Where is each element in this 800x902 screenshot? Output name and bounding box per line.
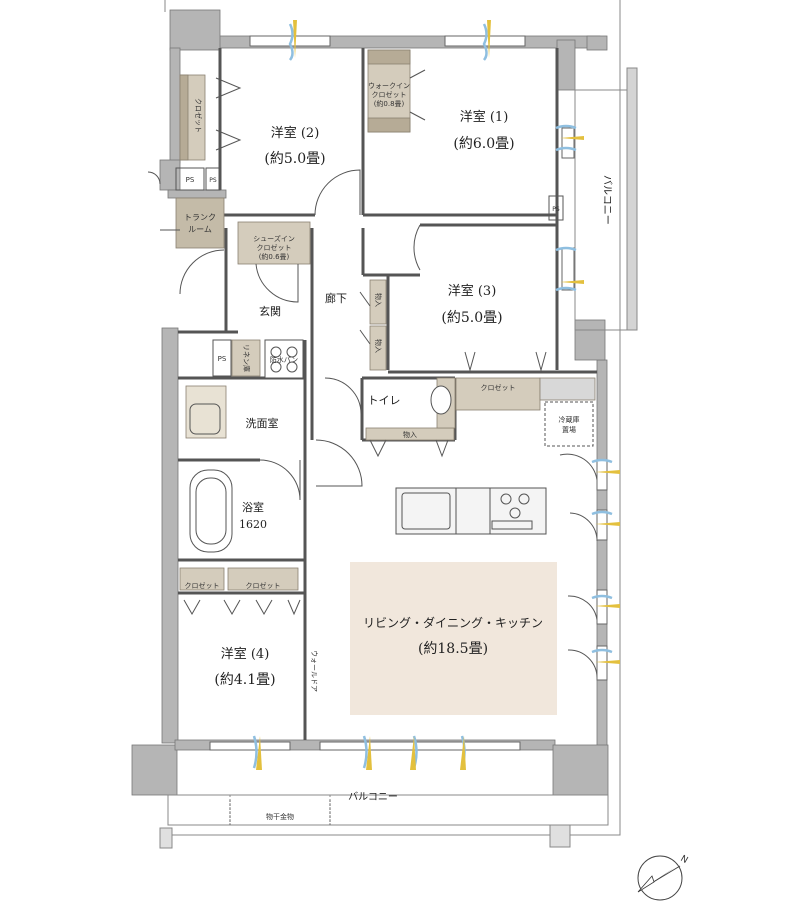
outer-walls [131,9,609,796]
western1-name: 洋室 (1) [460,109,509,125]
linen-label: リネン庫 [242,344,251,372]
walkin-label-3: (約0.8畳) [374,99,405,108]
ps-box-1 [175,167,205,191]
shoes-closet [237,221,311,265]
closet-western3-label: クロゼット [481,383,516,392]
ldk-size: (約18.5畳) [418,641,488,657]
walkin-label-2: クロゼット [372,90,407,99]
storage-2 [369,325,387,371]
storage-1 [369,279,387,325]
shoes-label-3: (約0.6畳) [259,252,290,261]
trunk-room [175,197,225,249]
ventilation-marks [252,20,620,770]
fridge-label-1: 冷蔵庫 [559,415,580,424]
ldk-area [350,562,557,715]
western3-size: (約5.0畳) [441,310,502,326]
kitchen-stove-counter [455,487,547,535]
wall-door-label: ウォールドア [310,650,318,692]
ps-label-3: PS [218,355,227,363]
storage-1-label: 物入 [374,293,383,307]
laundry-label: 物干金物 [266,812,294,821]
laundry-rail [229,800,331,825]
interior-walls [178,48,597,740]
trunk-label-2: ルーム [188,225,212,234]
washbasin [189,403,221,435]
closet-western4a-label: クロゼット [185,581,220,590]
fixtures [175,167,594,553]
bottom-balcony-label: バルコニー [348,791,398,803]
storage-toilet [365,427,455,441]
pan-label: 防水パン [270,355,298,364]
western2-size: (約5.0畳) [264,151,325,167]
ps-box-2 [205,167,221,191]
ps-label-4: PS [552,206,560,213]
fridge-label-2: 置場 [562,425,576,434]
western3-name: 洋室 (3) [448,283,497,299]
entrance-label: 玄関 [259,304,281,318]
side-balcony-label: バルコニー [601,175,613,225]
walkin-label-1: ウォークイン [368,82,410,90]
compass: N [637,854,690,901]
bottom-balcony [159,794,609,849]
ps-label-1: PS [186,176,195,184]
closet-western4-b [227,567,299,591]
side-balcony [574,67,638,331]
closet-western4b-label: クロゼット [246,581,281,590]
kitchen-sink-counter [395,487,457,535]
shoes-label-2: クロゼット [257,243,292,252]
ps-box-4 [548,195,564,221]
labels: 洋室 (2) (約5.0畳) 洋室 (1) (約6.0畳) 洋室 (3) (約5… [184,82,613,821]
bath-size: 1620 [239,518,267,531]
ps-label-2: PS [209,177,217,184]
linen-storage [231,339,261,377]
site-boundary [164,0,621,836]
compass-north-label: N [679,854,690,866]
western4-name: 洋室 (4) [221,646,270,662]
storage-2-label: 物入 [374,339,383,353]
trunk-label-1: トランク [184,213,216,222]
western1-size: (約6.0畳) [453,136,514,152]
closet-western3 [455,377,541,411]
western2-name: 洋室 (2) [271,125,320,141]
bathtub [189,469,233,553]
shoes-label-1: シューズイン [253,234,295,243]
closet-door-marks [183,69,547,616]
ps-box-3 [212,339,232,377]
bath-name: 浴室 [242,500,264,514]
storage-toilet-label: 物入 [403,430,417,439]
closet-western2-label: クロゼット [194,98,203,133]
washing-pan [264,339,304,379]
compass-circle [637,855,683,901]
western4-size: (約4.1畳) [214,672,275,688]
ldk-name: リビング・ダイニング・キッチン [363,615,543,630]
hallway-label: 廊下 [325,291,347,305]
closet-western4-a [179,567,225,591]
toilet-bowl [430,385,452,415]
washroom-label: 洗面室 [246,416,279,430]
toilet-label: トイレ [368,394,401,407]
fridge-space [544,401,594,447]
